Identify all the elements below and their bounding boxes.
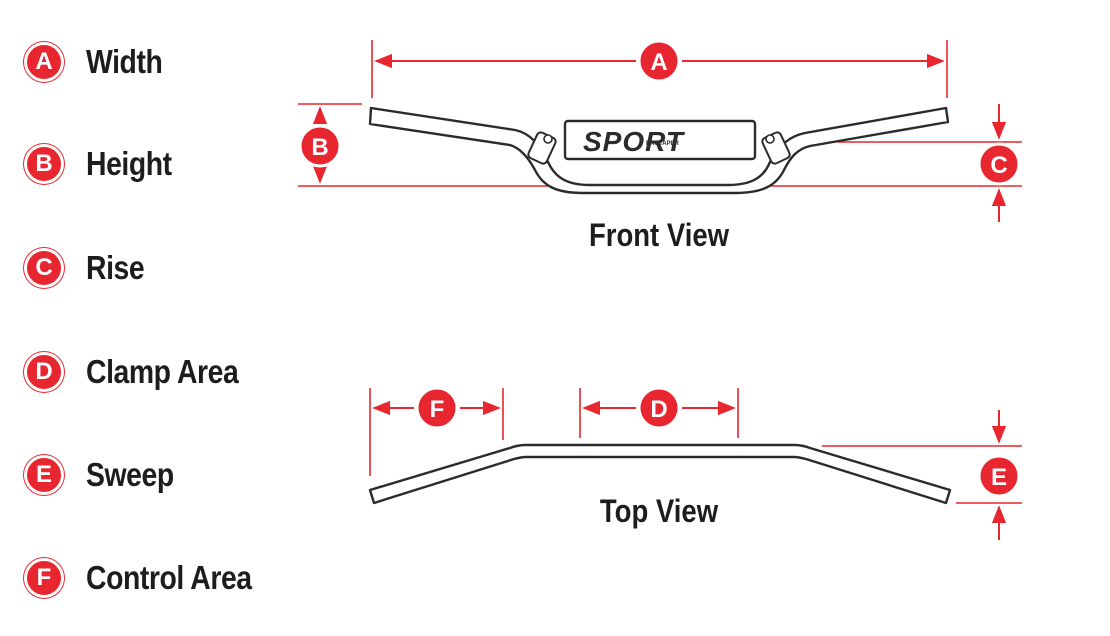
badge-c-icon <box>977 142 1021 186</box>
badge-c-icon: C <box>24 248 64 288</box>
badge-b-icon: B <box>24 144 64 184</box>
dimension-c-rise: C <box>748 104 1022 222</box>
top-view-title: Top View <box>600 494 719 529</box>
legend-label-width: Width <box>86 43 163 80</box>
badge-c-label: C <box>990 152 1007 179</box>
legend-label-control-area: Control Area <box>86 559 252 596</box>
badge-e-icon: E <box>24 455 64 495</box>
brand-logo: SPORT <box>583 126 686 157</box>
badge-f-icon <box>415 386 459 430</box>
legend-item-rise: C Rise <box>24 248 154 288</box>
badge-d-icon: D <box>24 352 64 392</box>
handlebar-top <box>368 443 952 505</box>
legend-item-control-area: F Control Area <box>24 558 279 598</box>
dimension-legend: A Width B Height C Rise D Clamp Area E S… <box>0 0 300 636</box>
dimension-a-width: A <box>371 39 948 98</box>
front-view-title: Front View <box>589 218 730 253</box>
badge-b-label: B <box>311 134 328 161</box>
legend-label-rise: Rise <box>86 249 145 286</box>
legend-label-clamp-area: Clamp Area <box>86 353 239 390</box>
crossbar-pad <box>563 119 757 161</box>
badge-f-label: F <box>430 396 445 423</box>
legend-item-clamp-area: D Clamp Area <box>24 352 263 392</box>
badge-d-icon <box>637 386 681 430</box>
badge-e-icon <box>977 454 1021 498</box>
legend-label-sweep: Sweep <box>86 456 174 493</box>
legend-item-height: B Height <box>24 144 186 184</box>
front-view: A B C SP <box>298 39 1022 254</box>
dimension-d-clamp-area: D <box>579 386 739 438</box>
badge-a-icon: A <box>24 42 64 82</box>
legend-item-sweep: E Sweep <box>24 455 188 495</box>
badge-a-icon <box>637 39 681 83</box>
brand-sub-logo: PROTAPER <box>646 141 680 147</box>
dimension-f-control-area: F <box>369 386 504 476</box>
badge-d-label: D <box>650 396 667 423</box>
badge-a-label: A <box>650 49 667 76</box>
legend-item-width: A Width <box>24 42 175 82</box>
dimension-e-sweep: E <box>822 410 1022 540</box>
dimension-b-height: B <box>298 103 568 187</box>
handlebar-front: SPORT PROTAPER <box>368 106 950 195</box>
badge-f-icon: F <box>24 558 64 598</box>
badge-e-label: E <box>991 464 1007 491</box>
legend-label-height: Height <box>86 145 172 182</box>
top-view: F D E Top View <box>368 386 1022 540</box>
badge-b-icon <box>298 124 342 168</box>
